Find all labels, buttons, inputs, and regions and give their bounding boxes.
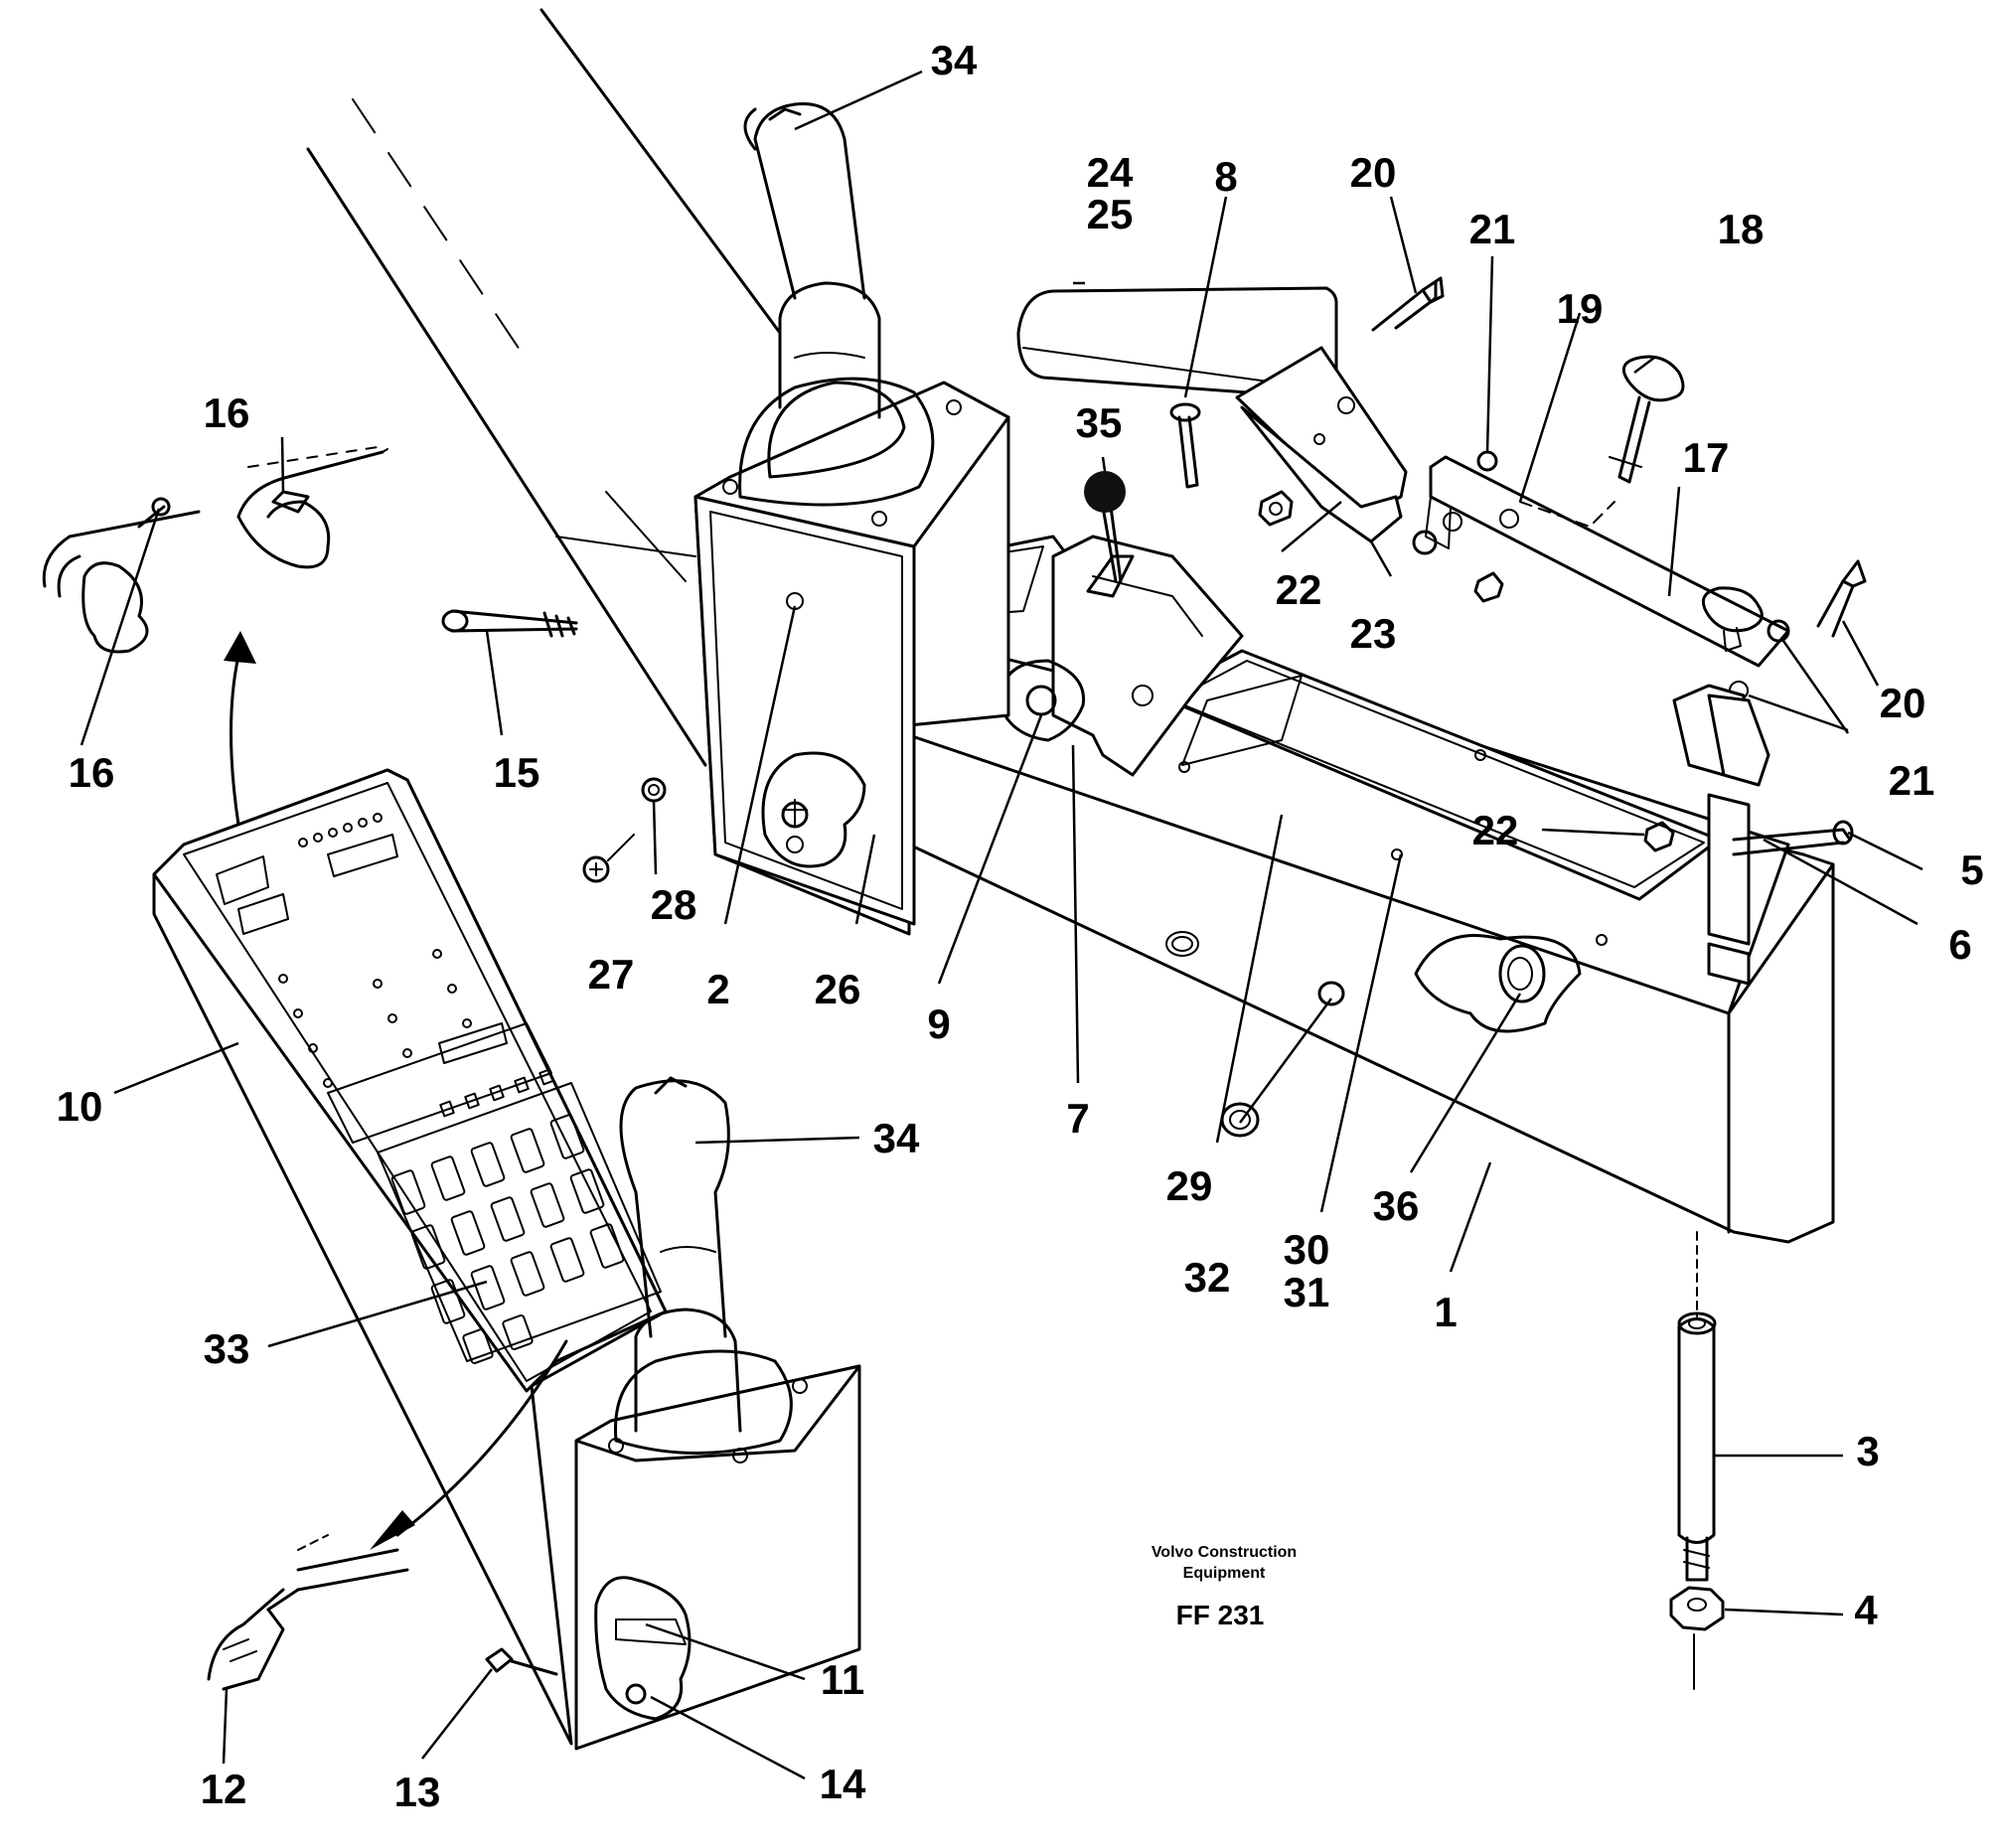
hardware	[441, 276, 1867, 1690]
callout-34-bottom: 34	[873, 1115, 920, 1161]
callout-14: 14	[820, 1761, 866, 1807]
callout-25: 25	[1087, 191, 1134, 237]
callout-27: 27	[588, 951, 635, 998]
callout-19: 19	[1557, 285, 1604, 332]
callout-13: 13	[394, 1769, 441, 1815]
callout-23: 23	[1350, 610, 1397, 657]
control-panel	[152, 768, 668, 1746]
callout-8: 8	[1214, 153, 1237, 200]
callout-29: 29	[1166, 1162, 1213, 1209]
lower-joystick	[485, 1076, 861, 1751]
callout-6: 6	[1948, 921, 1971, 968]
callout-1: 1	[1434, 1289, 1457, 1335]
indicator-lights	[278, 813, 472, 1088]
credit-line-1: Volvo Construction	[1152, 1544, 1297, 1561]
callout-15: 15	[494, 749, 540, 796]
callout-32: 32	[1184, 1254, 1231, 1301]
panel-buttons	[439, 1068, 554, 1118]
arrow-down	[370, 1339, 568, 1550]
callout-26: 26	[815, 966, 861, 1012]
figure-credit: Volvo Construction Equipment FF 231	[1152, 1544, 1297, 1630]
callout-34-top: 34	[931, 37, 978, 83]
inset-detail-top	[42, 446, 388, 654]
callout-labels: 34 24 25 8 20 21 19 18 35 17 16 16 15 22…	[57, 37, 1984, 1815]
callout-33: 33	[204, 1325, 250, 1372]
callout-3: 3	[1856, 1428, 1879, 1474]
figure-number: FF 231	[1176, 1600, 1265, 1630]
callout-35: 35	[1076, 399, 1123, 446]
bar-assembly	[1425, 355, 1790, 700]
callout-20-top: 20	[1350, 149, 1397, 196]
callout-31: 31	[1284, 1269, 1330, 1315]
armrest	[1016, 286, 1408, 543]
callout-2: 2	[706, 966, 729, 1012]
callout-9: 9	[927, 1001, 950, 1047]
keypad-keys	[390, 1114, 625, 1365]
callout-7: 7	[1066, 1095, 1089, 1142]
callout-28: 28	[651, 881, 697, 928]
callout-21-top: 21	[1469, 206, 1516, 252]
callout-16-top: 16	[204, 389, 250, 436]
callout-21-right: 21	[1889, 757, 1935, 804]
arrow-up	[224, 631, 256, 827]
lever-housing	[997, 471, 1244, 777]
callout-36: 36	[1373, 1182, 1420, 1229]
callout-11: 11	[821, 1656, 864, 1703]
callout-12: 12	[201, 1766, 247, 1812]
callout-24: 24	[1087, 149, 1134, 196]
frame-lines	[306, 8, 782, 767]
callout-30: 30	[1284, 1226, 1330, 1273]
leader-lines	[79, 70, 1923, 1780]
callout-22-left: 22	[1276, 566, 1322, 613]
callout-20-right: 20	[1880, 680, 1926, 726]
callout-5: 5	[1960, 847, 1983, 893]
callout-18: 18	[1718, 206, 1765, 252]
callout-4: 4	[1854, 1587, 1878, 1633]
callout-17: 17	[1683, 434, 1730, 481]
callout-22-right: 22	[1472, 807, 1519, 853]
callout-16-left: 16	[69, 749, 115, 796]
joystick-tower	[693, 101, 1010, 936]
credit-line-2: Equipment	[1183, 1565, 1266, 1582]
inset-detail-bottom	[207, 1534, 409, 1691]
callout-10: 10	[57, 1083, 103, 1130]
